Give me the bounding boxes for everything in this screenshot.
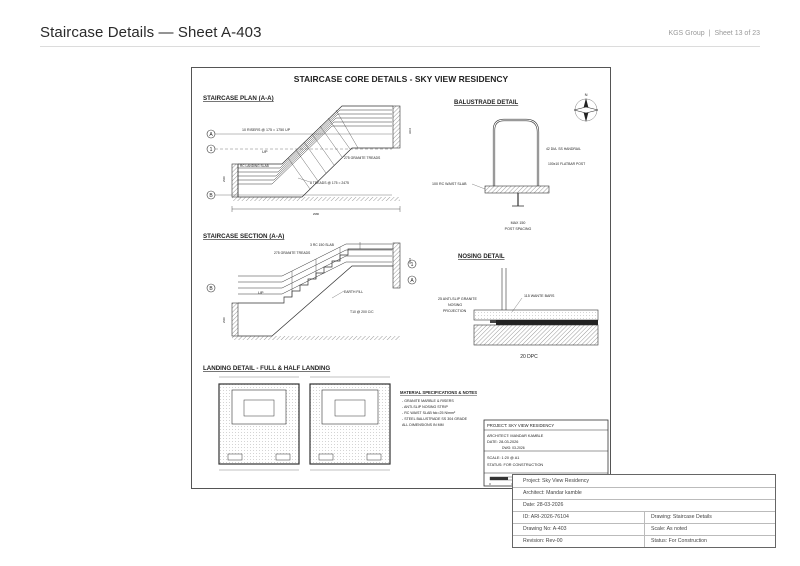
notes-title: MATERIAL SPECIFICATIONS & NOTES	[400, 390, 477, 395]
section-grid-label-b: B	[209, 286, 213, 292]
tb-drawing-no: Drawing No: A-403	[523, 526, 567, 532]
drawing-sheet: STAIRCASE CORE DETAILS - SKY VIEW RESIDE…	[191, 67, 611, 489]
page-title: Staircase Details — Sheet A-403	[40, 24, 262, 41]
notes-item: - ANTI-SLIP NOSING STRIP	[402, 405, 448, 409]
nosing-title: NOSING DETAIL	[458, 254, 505, 260]
north-arrow-icon: N	[573, 92, 599, 122]
scale-tick: 0	[489, 482, 491, 486]
plan-treads-note: 8 TREADS @ 175 = 2475	[310, 181, 349, 185]
svg-text:2900: 2900	[222, 176, 226, 182]
section-earth-fill: EARTH FILL	[344, 290, 363, 294]
section-grid-1	[407, 259, 417, 269]
sheet-info: Sheet 13 of 23	[714, 30, 760, 37]
balustrade-spacing-1: MAX 150	[511, 221, 526, 225]
plan-title: STAIRCASE PLAN (A-A)	[203, 95, 274, 102]
tb-drawing: Drawing: Staircase Details	[651, 514, 712, 520]
balustrade-post-note: 100x10 FLATBAR POST	[548, 162, 585, 166]
drawing-main-title: STAIRCASE CORE DETAILS - SKY VIEW RESIDE…	[294, 74, 509, 84]
notes-item: - RC WAIST SLAB fck=25 N/mm²	[402, 411, 456, 415]
drawing-canvas: STAIRCASE CORE DETAILS - SKY VIEW RESIDE…	[203, 74, 609, 487]
nosing-dpc-note: 20 DPC	[520, 354, 538, 360]
tb-column-divider	[644, 511, 645, 547]
sheet-meta: KGS Group|Sheet 13 of 23	[668, 30, 760, 37]
header-divider	[40, 46, 760, 47]
tb-scale: Scale: As noted	[651, 526, 688, 532]
plan-up-label: UP	[262, 149, 268, 154]
staircase-section: STAIRCASE SECTION (A-A) B 1 A 2900 1500 …	[203, 233, 417, 340]
section-title: STAIRCASE SECTION (A-A)	[203, 233, 284, 240]
plan-risers-note: 10 RISERS @ 175 = 1750 UP	[242, 128, 291, 132]
company-name: KGS Group	[668, 30, 705, 37]
svg-text:1500: 1500	[408, 258, 412, 264]
grid-label-a: A	[209, 132, 213, 138]
tb-date: Date: 28-03-2026	[523, 502, 564, 508]
landing-title: LANDING DETAIL - FULL & HALF LANDING	[203, 365, 330, 372]
section-rebar-note: T10 @ 200 C/C	[350, 310, 374, 314]
tb-architect: Architect: Mandar kamble	[523, 490, 582, 496]
balustrade-waist-note: 100 RC WAIST SLAB	[432, 182, 467, 186]
section-grid-a	[407, 275, 417, 285]
nosing-detail: NOSING DETAIL 25 ANTI-SLIP GRANITE NOSIN…	[438, 254, 599, 360]
section-grid-b	[206, 283, 216, 293]
grid-label-b: B	[209, 193, 213, 199]
svg-text:1500: 1500	[408, 128, 412, 134]
balustrade-spacing-2: POST SPACING	[505, 227, 532, 231]
svg-text:2900: 2900	[222, 317, 226, 323]
inner-dwg: DWG: 03-2026	[502, 446, 525, 450]
notes-item: ALL DIMENSIONS IN MM	[402, 423, 444, 427]
notes-item: - GRANITE MARBLE & RISERS	[402, 399, 454, 403]
tb-id: ID: ARI-2026-76104	[523, 514, 569, 520]
tb-status: Status: For Construction	[651, 538, 707, 544]
section-slab-note: 3 RC 150 SLAB	[310, 243, 335, 247]
balustrade-detail: BALUSTRADE DETAIL N 42 DIA. SS HANDRAIL …	[432, 92, 599, 231]
nosing-bars-note: 115 WANTE BARS	[524, 294, 555, 298]
plan-landing-note: RC LANDING SLAB	[240, 164, 269, 168]
tb-revision: Revision: Rev-00	[523, 538, 563, 544]
grid-label-1: 1	[210, 147, 213, 153]
inner-status: STATUS: FOR CONSTRUCTION	[487, 463, 543, 467]
balustrade-title: BALUSTRADE DETAIL	[454, 100, 519, 106]
nosing-nosing-note: NOSING	[448, 303, 462, 307]
material-notes: MATERIAL SPECIFICATIONS & NOTES - GRANIT…	[400, 390, 477, 427]
inner-project: PROJECT: SKY VIEW RESIDENCY	[487, 423, 554, 428]
nosing-granite-note: 25 ANTI-SLIP GRANITE	[438, 297, 477, 301]
svg-text:2980: 2980	[313, 212, 320, 216]
north-label: N	[585, 92, 588, 97]
section-grid-label-1: 1	[411, 262, 414, 268]
landing-detail: LANDING DETAIL - FULL & HALF LANDING	[203, 365, 391, 471]
section-treads-note: 275 GRANITE TREADS	[274, 251, 311, 255]
notes-item: - STEEL BALUSTRADE SS 304 GRADE	[402, 417, 468, 421]
tb-project: Project: Sky View Residency	[523, 478, 589, 484]
balustrade-handrail-note: 42 DIA. SS HANDRAIL	[546, 147, 581, 151]
nosing-projection-note: PROJECTION	[443, 309, 467, 313]
inner-scale: SCALE: 1:20 @ A1	[487, 456, 519, 460]
inner-architect: ARCHITECT: MANDAR KAMBLE	[487, 434, 544, 438]
title-block: Project: Sky View Residency Architect: M…	[512, 474, 776, 548]
section-grid-label-a: A	[410, 278, 414, 284]
inner-date: DATE: 28-03-2026	[487, 440, 518, 444]
section-up-label: UP	[258, 290, 264, 295]
plan-treads-label: 275 GRANITE TREADS	[344, 156, 381, 160]
staircase-plan: STAIRCASE PLAN (A-A) A 1 B	[203, 95, 412, 216]
